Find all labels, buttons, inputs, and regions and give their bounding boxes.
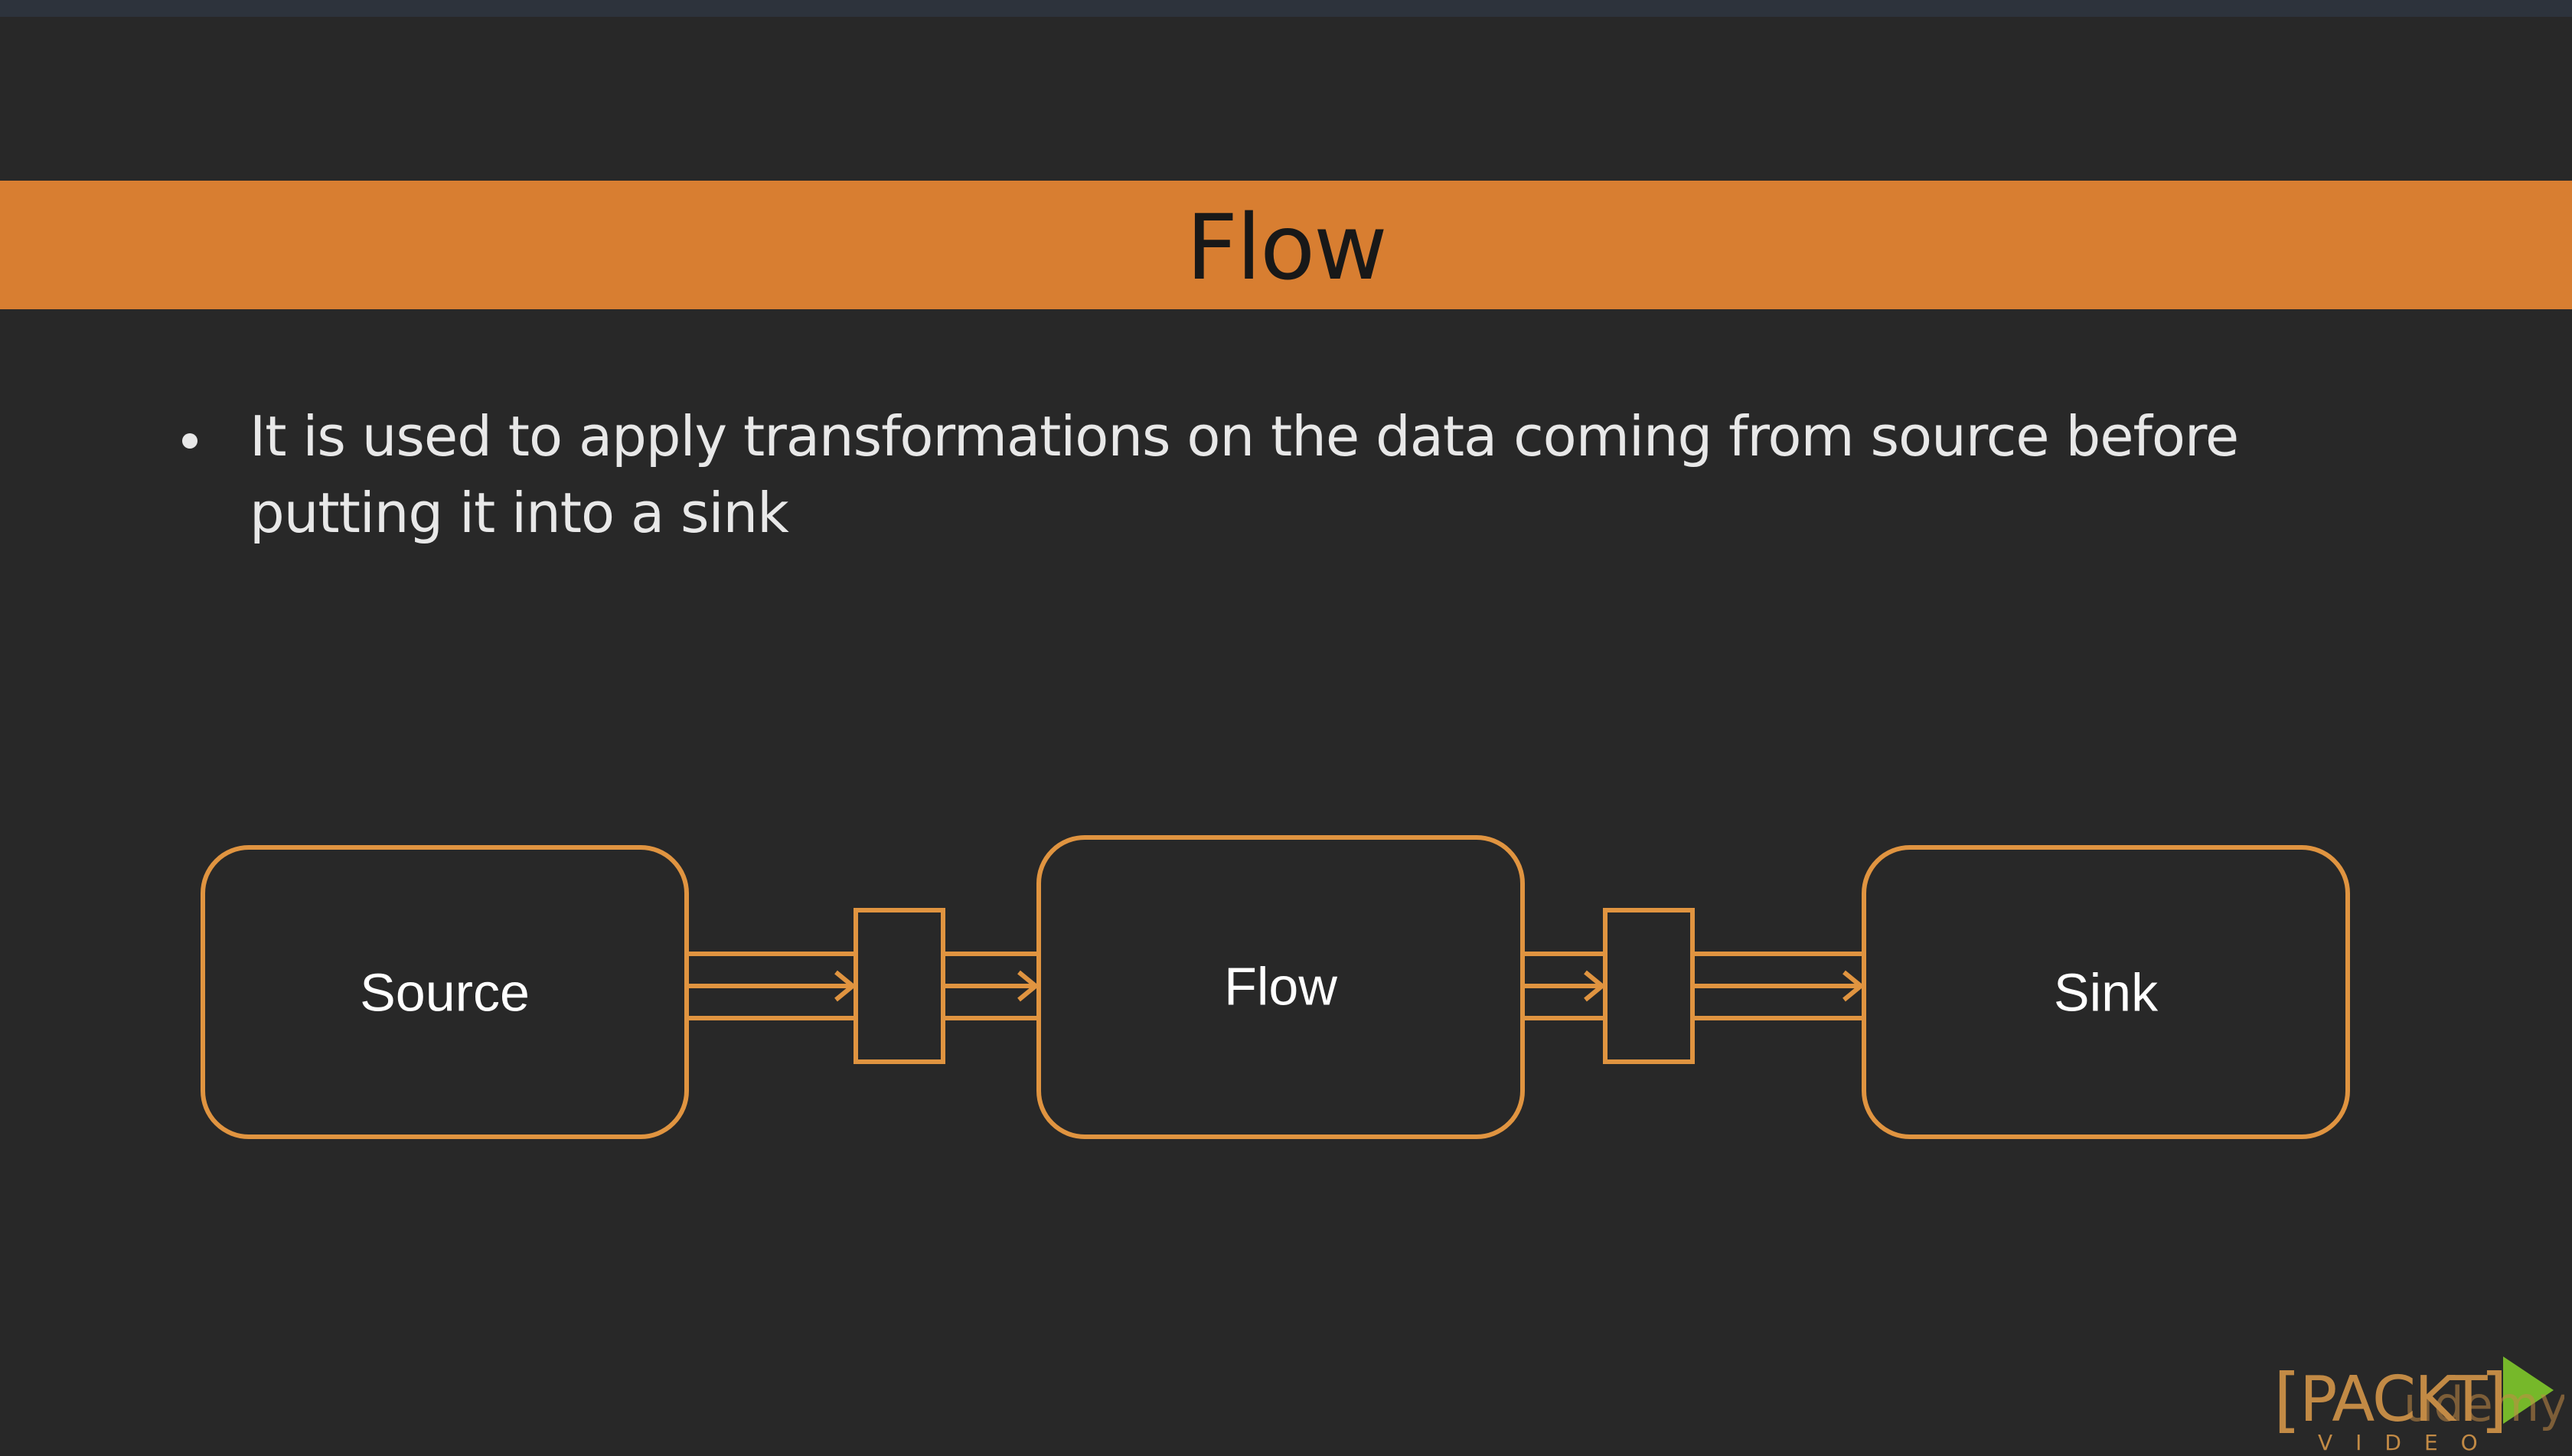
slide-title: Flow — [1186, 194, 1387, 300]
channel-box — [1603, 908, 1695, 1064]
node-flow-label: Flow — [1224, 956, 1337, 1016]
edge-flow-sink — [1523, 908, 1865, 1064]
top-strip — [0, 0, 2572, 17]
logo-bracket-right: ] — [2480, 1359, 2508, 1441]
logo-text: PACKT — [2299, 1363, 2489, 1436]
arrowhead-icon — [1017, 970, 1040, 1002]
logo-bracket-left: [ — [2273, 1359, 2301, 1441]
node-flow: Flow — [1036, 835, 1525, 1139]
edge-source-flow — [687, 908, 1040, 1064]
node-source-label: Source — [360, 962, 530, 1022]
node-source: Source — [201, 845, 689, 1139]
watermark-text: udemy — [2404, 1376, 2564, 1432]
node-sink-label: Sink — [2054, 962, 2159, 1022]
logo-subtext: VIDEO — [2318, 1430, 2501, 1454]
node-sink: Sink — [1862, 845, 2350, 1139]
bullet-dot — [182, 433, 197, 449]
arrowhead-icon — [1843, 970, 1865, 1002]
bullet-text: It is used to apply transformations on t… — [250, 404, 2239, 545]
title-band: Flow — [0, 181, 2572, 309]
channel-box — [854, 908, 945, 1064]
arrowhead-icon — [834, 970, 857, 1002]
bullet-item: It is used to apply transformations on t… — [182, 398, 2295, 551]
play-icon — [2503, 1356, 2554, 1424]
arrowhead-icon — [1584, 970, 1606, 1002]
packt-video-logo: [ PACKT ] VIDEO udemy — [2273, 1356, 2564, 1454]
